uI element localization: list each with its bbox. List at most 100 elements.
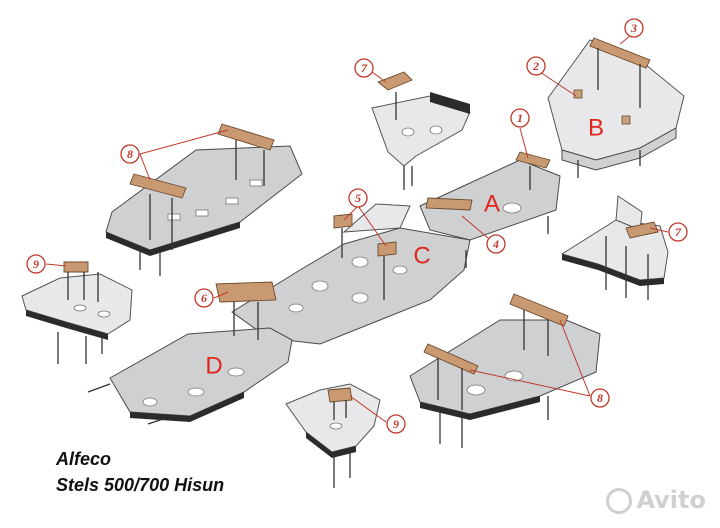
callout-9-left: 9 [26,254,46,274]
leader-8-lower-a [559,319,591,397]
bolt [87,383,111,393]
callout-6: 6 [194,288,214,308]
leader-3 [619,35,631,45]
section-label-c: C [413,243,430,270]
bracket-9-left [63,261,89,273]
bracket-a-lower [425,197,473,211]
hole [225,197,239,205]
bracket-a [515,151,551,169]
bracket-8-lower-b [423,343,479,375]
hole [351,256,369,268]
hole [429,125,443,135]
plate-7-edge [430,92,470,114]
callout-7-upper-text: 7 [361,61,368,75]
plate-c [231,227,471,345]
part-a [419,151,561,241]
bolt [147,417,167,425]
bracket-8-lower-a [509,293,569,327]
part-d [87,281,293,425]
hole [329,422,343,430]
bracket-c-mid [377,241,397,257]
leader-8-upper-b [139,153,151,181]
plate-d [109,327,293,417]
leader-8-lower-b [469,369,591,397]
hole [73,304,87,312]
hole [195,209,209,217]
plate-8-upper [105,145,303,251]
bracket-b-top [589,37,651,69]
bracket-8-upper-b [129,173,187,199]
hole [401,127,415,137]
leader-5 [343,205,359,221]
plate-8-lower-edge [420,396,540,420]
leader-1 [519,127,529,159]
callout-7-right-text: 7 [675,225,682,239]
hole [167,213,181,221]
hole [187,387,205,397]
bracket-8-upper-a [217,123,275,151]
bracket-7-upper [377,71,413,91]
callout-1-text: 1 [517,111,523,125]
caption-model: Stels 500/700 Hisun [56,475,225,495]
plate-b-edge [561,127,677,171]
bracket-9-lower [327,387,353,403]
plate-9-left [21,273,133,335]
avito-watermark: Avito [606,486,706,514]
callout-7-right: 7 [668,222,688,242]
bracket-d-6 [215,281,277,303]
section-label-a: A [484,191,500,218]
callout-6-text: 6 [201,291,207,305]
callout-9-left-text: 9 [33,257,39,271]
plate-c-front [342,203,411,233]
callout-5-text: 5 [355,191,361,205]
callout-3: 3 [624,18,644,38]
leader-6 [213,291,229,299]
leader-8-upper-a [139,129,229,155]
hole [311,280,329,292]
callout-3-text: 3 [630,21,637,35]
callout-9-lower: 9 [386,414,406,434]
nut [621,115,631,125]
plate-9-lower-edge [306,432,356,458]
leader-7-right [649,227,669,233]
callout-8-lower: 8 [590,388,610,408]
caption: Alfeco Stels 500/700 Hisun [56,446,224,498]
callout-7-upper: 7 [354,58,374,78]
hole [227,367,245,377]
leader-7-upper [371,71,387,83]
caption-brand: Alfeco [56,449,112,469]
hole [249,179,263,187]
hole [502,202,522,214]
bracket-7-right [625,221,659,239]
part-9-lower [285,383,381,488]
part-7-right [560,195,669,300]
plate-9-left-edge [26,310,108,340]
hole [97,310,111,318]
leader-5b [357,205,387,247]
callout-1: 1 [510,108,530,128]
leader-4 [461,215,489,239]
bracket-c-5 [333,213,353,229]
callout-8-lower-text: 8 [597,391,603,405]
plate-d-edge [130,392,244,422]
callout-8-upper: 8 [120,144,140,164]
callout-5: 5 [348,188,368,208]
avito-logo-icon [606,488,633,514]
hole [288,303,304,313]
hole [142,397,158,407]
leader-lines [45,35,669,423]
section-label-d: D [205,353,222,380]
callout-2-text: 2 [532,59,539,73]
section-label-b: B [588,115,604,142]
watermark-text: Avito [636,486,706,514]
part-9-left [21,261,133,364]
plate-7-right-edge [562,254,664,286]
part-8-lower [409,293,601,448]
hole [351,292,369,304]
leader-9-lower [349,395,387,423]
hole [466,384,486,396]
callout-2: 2 [526,56,546,76]
part-7-upper [371,71,471,190]
